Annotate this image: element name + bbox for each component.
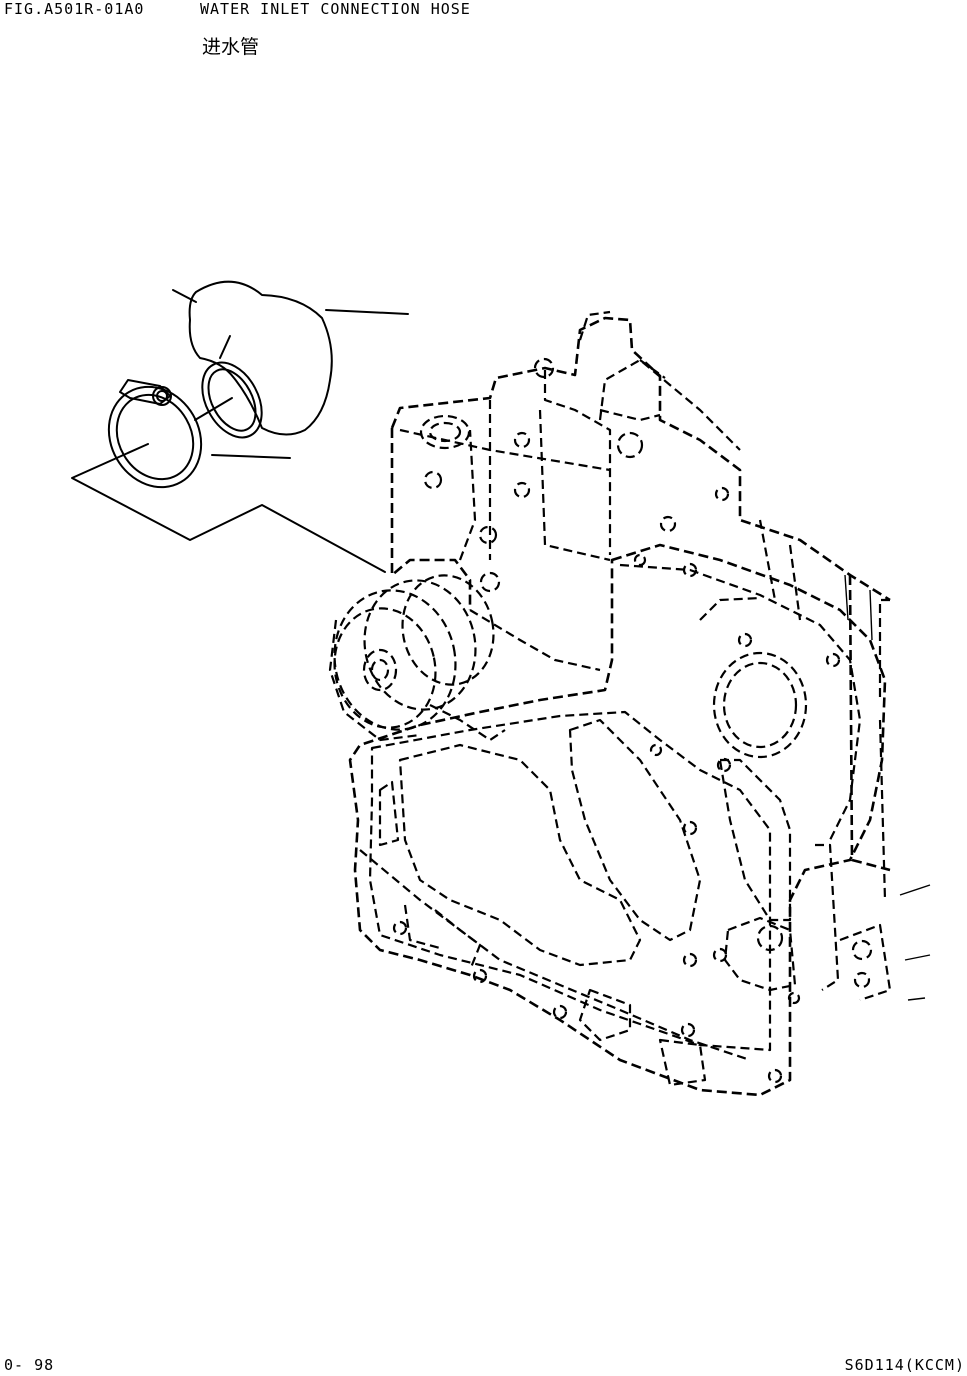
clamp-part xyxy=(107,379,203,489)
engine-block xyxy=(328,310,931,1097)
model-code: S6D114(KCCM) xyxy=(844,1356,965,1374)
figure-subtitle: 进水管 xyxy=(202,36,260,58)
page-number: 0- 98 xyxy=(4,1356,55,1374)
figure-title: WATER INLET CONNECTION HOSE xyxy=(200,0,471,18)
figure-id: FIG.A501R-01A0 xyxy=(4,0,145,18)
leader-lines xyxy=(71,309,409,573)
